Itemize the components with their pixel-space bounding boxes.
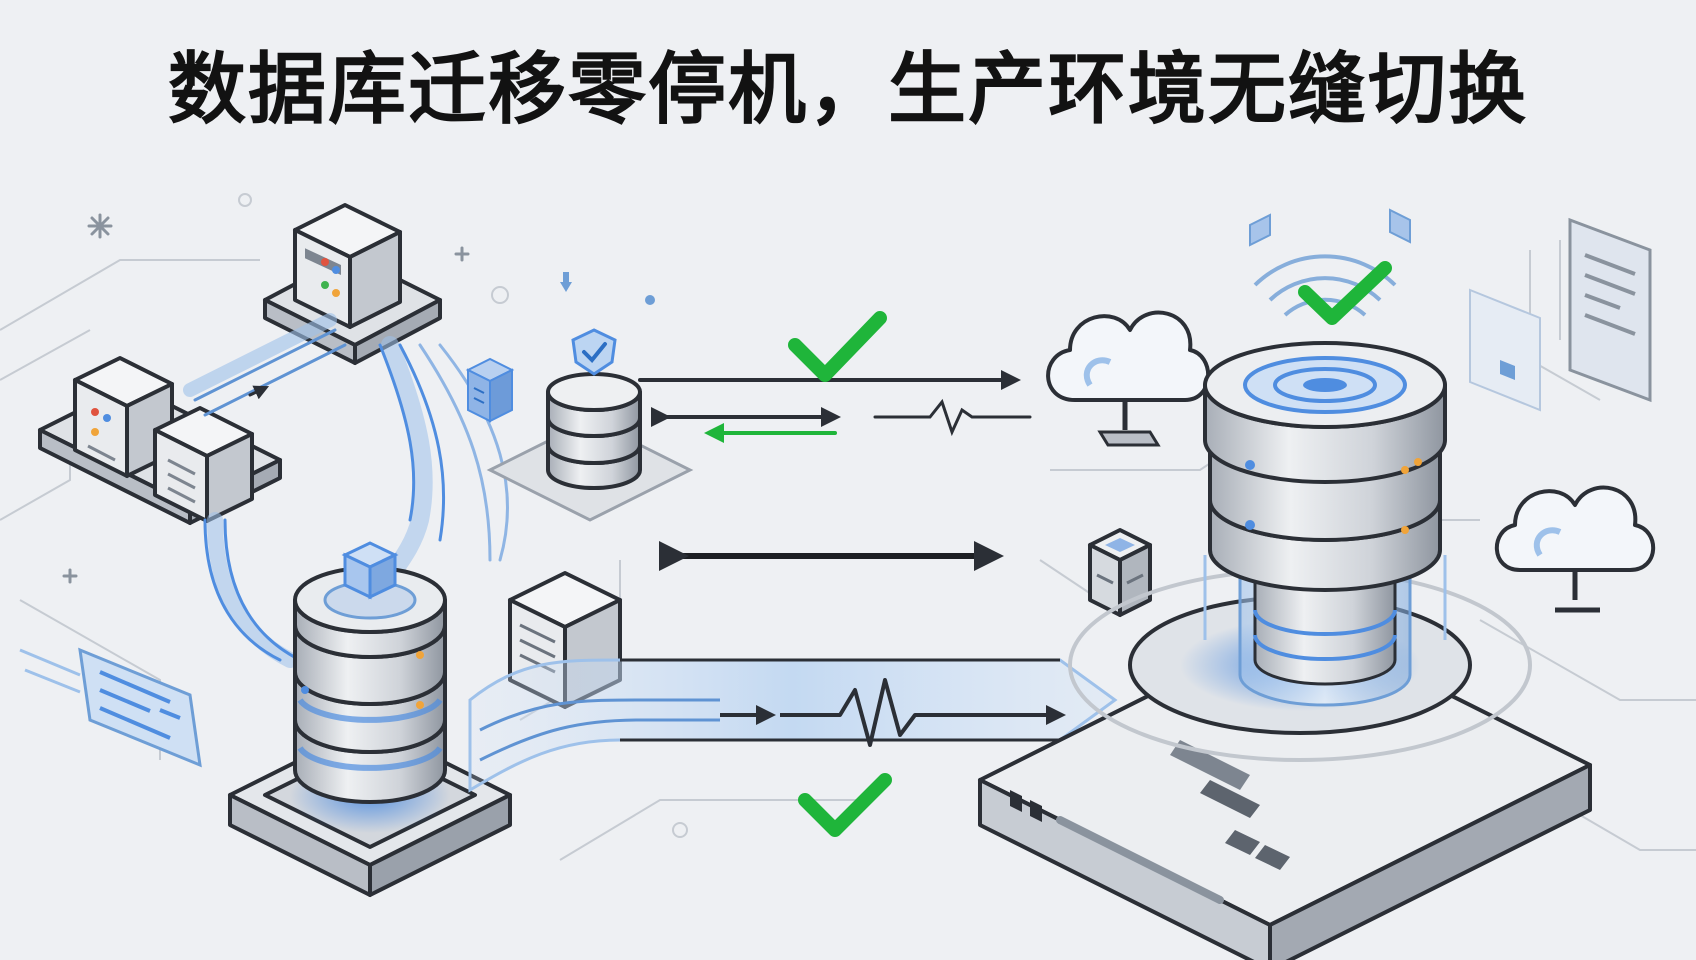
cube-icon — [341, 541, 399, 600]
sync-arrows — [638, 370, 1032, 571]
small-arrow-icon — [560, 272, 655, 305]
waveform-icon — [873, 398, 1032, 437]
check-icon — [788, 311, 887, 382]
page-title: 数据库迁移零停机，生产环境无缝切换 — [167, 45, 1528, 135]
tile-icon — [1249, 208, 1411, 247]
server-icon — [73, 356, 174, 478]
relay-database — [465, 328, 694, 522]
document-panel — [1469, 217, 1652, 412]
log-panel — [19, 647, 202, 768]
database-icon — [546, 372, 642, 490]
database-icon — [293, 566, 447, 804]
waveform-icon — [780, 678, 1050, 747]
server-icon — [153, 406, 254, 523]
target-database — [1203, 254, 1447, 707]
cloud-icon — [1046, 310, 1211, 447]
server-icon — [1088, 528, 1152, 617]
database-icon — [1203, 341, 1447, 592]
transfer-band — [468, 658, 1118, 793]
server-icon — [293, 203, 402, 329]
cloud-icon — [1494, 485, 1656, 613]
source-servers-cluster — [38, 203, 442, 525]
check-icon — [798, 773, 892, 837]
server-icon — [465, 357, 515, 423]
source-database — [228, 541, 512, 897]
check-icon — [1298, 261, 1392, 325]
sparkle-icon — [62, 213, 470, 584]
shield-check-icon — [571, 328, 617, 376]
